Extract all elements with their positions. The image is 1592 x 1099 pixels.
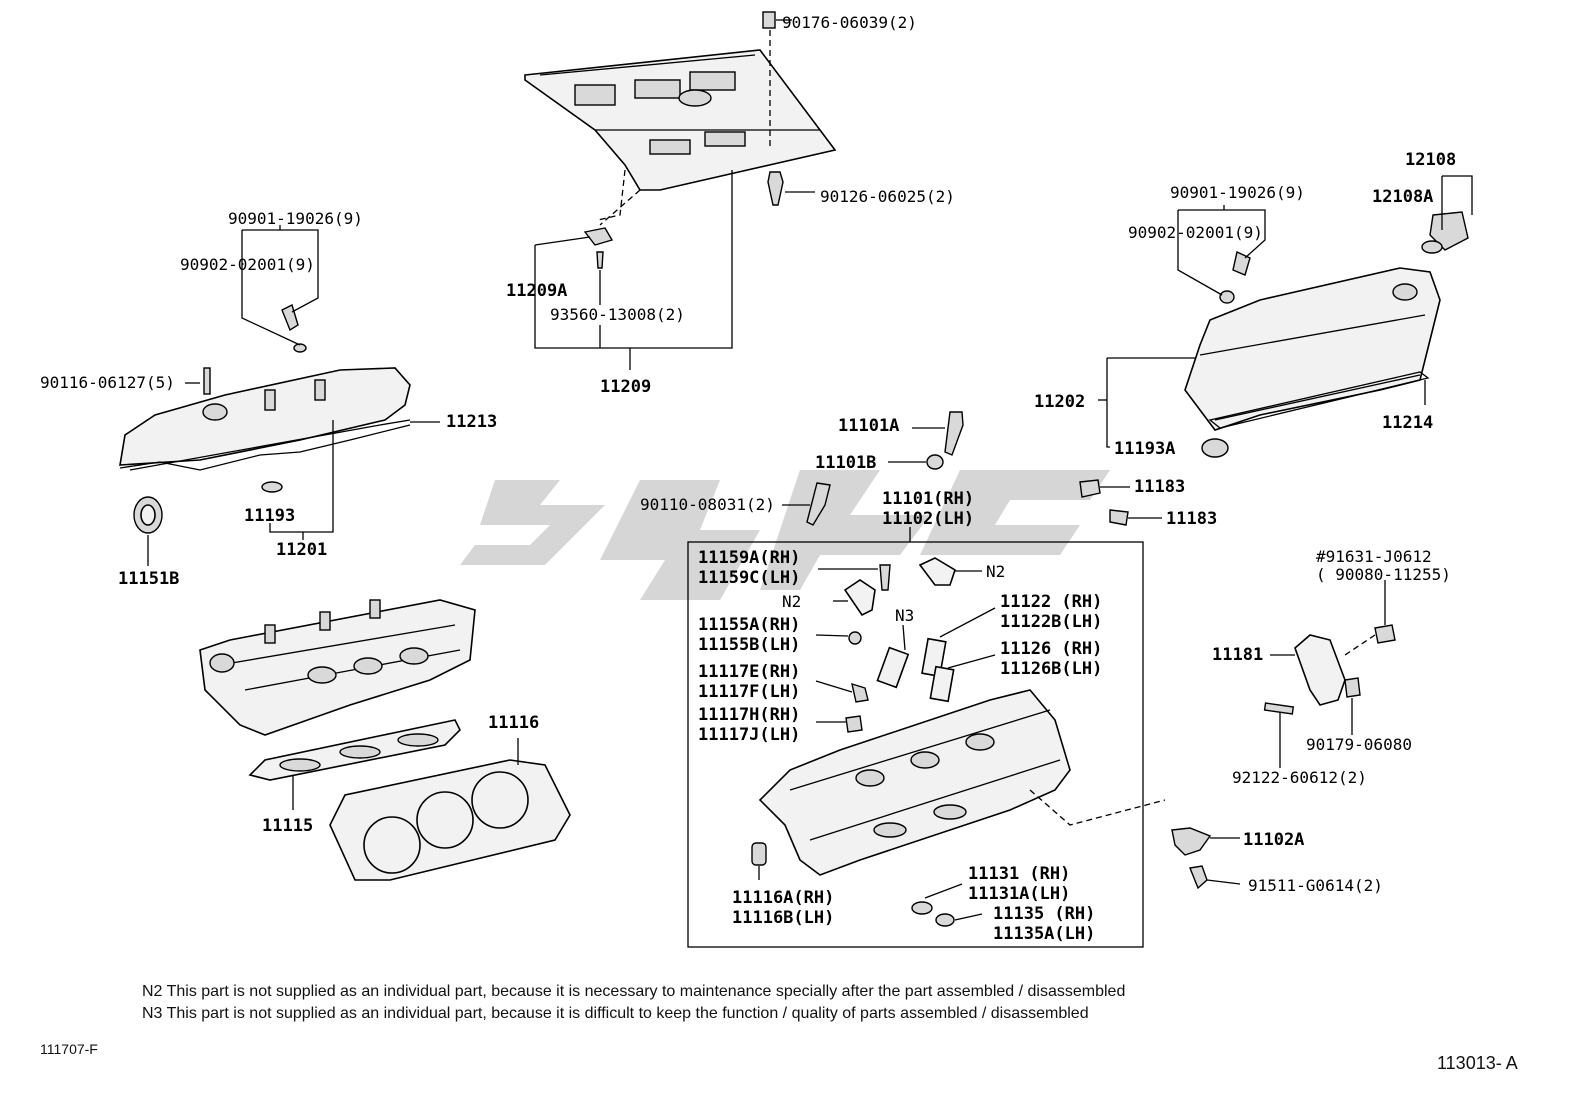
label-11116: 11116 [488,713,539,733]
label-11115: 11115 [262,816,313,836]
label-12108a: 12108A [1372,187,1433,207]
diagram-code-right: 113013- A [1437,1053,1518,1073]
label-11209a: 11209A [506,281,567,301]
footnote-n3: N3 This part is not supplied as an indiv… [142,1005,1089,1022]
label-90176: 90176-06039(2) [782,13,917,32]
diagram-code-left: 111707-F [40,1041,98,1057]
label-n2-right: N2 [986,562,1005,581]
label-11202: 11202 [1034,392,1085,412]
label-11116a: 11116A(RH) [732,888,834,908]
label-90902-right: 90902-02001(9) [1128,223,1263,242]
label-11151b: 11151B [118,569,179,589]
label-12108: 12108 [1405,150,1456,170]
footnote-n2: N2 This part is not supplied as an indiv… [142,983,1126,1000]
label-90179: 90179-06080 [1306,735,1412,754]
label-11183-a: 11183 [1134,477,1185,497]
label-11183-b: 11183 [1166,509,1217,529]
engine-cover-11209 [524,11,837,370]
label-11117h: 11117H(RH) [698,705,800,725]
label-11135a: 11135A(LH) [993,924,1095,944]
label-11102: 11102(LH) [882,509,974,529]
cylinder-head-left [199,599,571,881]
label-11122: 11122 (RH) [1000,592,1102,612]
head-cover-left [119,225,440,566]
label-11101: 11101(RH) [882,489,974,509]
label-92122: 92122-60612(2) [1232,768,1367,787]
label-11209: 11209 [600,377,651,397]
label-n3: N3 [895,606,914,625]
label-90901-left: 90901-19026(9) [228,209,363,228]
label-11135: 11135 (RH) [993,904,1095,924]
label-11213: 11213 [446,412,497,432]
label-11193a: 11193A [1114,439,1175,459]
label-11117f: 11117F(LH) [698,682,800,702]
label-90902-left: 90902-02001(9) [180,255,315,274]
label-11193: 11193 [244,506,295,526]
label-11155a: 11155A(RH) [698,615,800,635]
watermark-logo [460,470,1110,600]
label-90126: 90126-06025(2) [820,187,955,206]
label-n2-left: N2 [782,592,801,611]
label-11117j: 11117J(LH) [698,725,800,745]
label-11181: 11181 [1212,645,1263,665]
label-11159a: 11159A(RH) [698,548,800,568]
head-cover-right [1098,175,1473,458]
label-91511: 91511-G0614(2) [1248,876,1383,895]
label-90116: 90116-06127(5) [40,373,175,392]
label-11117e: 11117E(RH) [698,662,800,682]
label-11131: 11131 (RH) [968,864,1070,884]
label-11101a: 11101A [838,416,899,436]
label-11102a: 11102A [1243,830,1304,850]
label-11131a: 11131A(LH) [968,884,1070,904]
label-90901-right: 90901-19026(9) [1170,183,1305,202]
label-91631: #91631-J0612 [1316,547,1432,566]
label-90110: 90110-08031(2) [640,495,775,514]
callout-labels: 90176-06039(2) 90126-06025(2) 11209A 935… [40,13,1456,944]
label-11126: 11126 (RH) [1000,639,1102,659]
label-11159c: 11159C(LH) [698,568,800,588]
label-93560: 93560-13008(2) [550,305,685,324]
label-11122b: 11122B(LH) [1000,612,1102,632]
label-11101b: 11101B [815,453,876,473]
label-11201: 11201 [276,540,327,560]
label-11155b: 11155B(LH) [698,635,800,655]
label-11214: 11214 [1382,413,1433,433]
label-11116b: 11116B(LH) [732,908,834,928]
label-11126b: 11126B(LH) [1000,659,1102,679]
center-components [687,411,1166,948]
label-90080: ( 90080-11255) [1316,565,1451,584]
bracket-11181 [1171,580,1396,890]
